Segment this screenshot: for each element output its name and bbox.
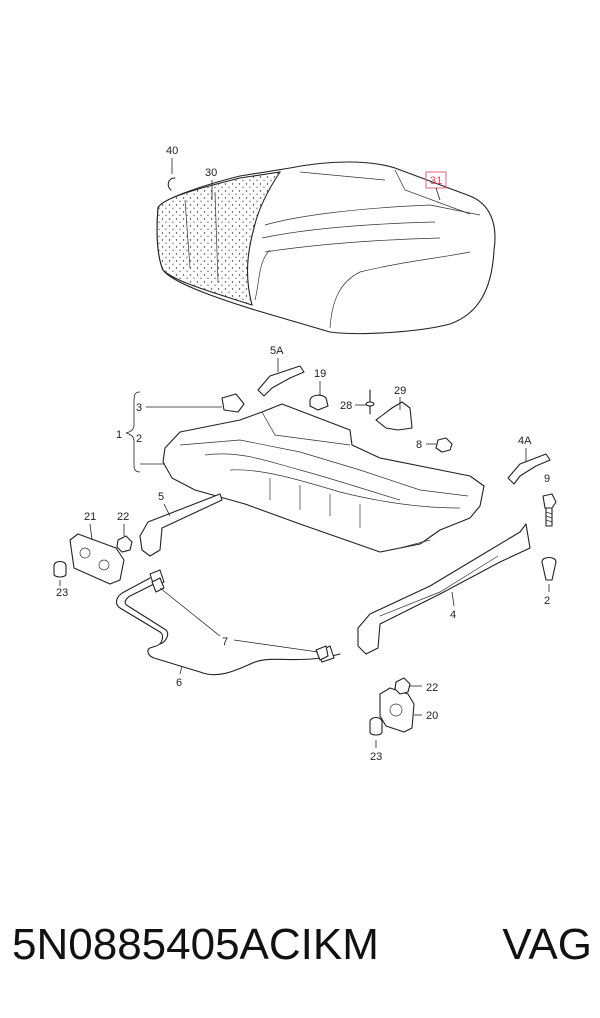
seat-foam-pad [156, 171, 282, 306]
callout-31: 31 [430, 175, 442, 187]
part-number-caption: 5N0885405ACIKM VAG [12, 910, 592, 980]
bump-stop-2 [541, 556, 557, 581]
side-rail-4 [357, 523, 531, 655]
callout-30: 30 [205, 167, 217, 179]
callout-5: 5 [158, 491, 164, 503]
callout-2a: 2 [136, 433, 142, 445]
callout-4: 4 [450, 609, 456, 621]
callout-5A: 5A [270, 345, 284, 357]
callout-23a: 23 [56, 587, 68, 599]
callout-20: 20 [426, 710, 438, 722]
trim-cover-21 [69, 533, 125, 585]
bracket-5A [257, 365, 305, 397]
callout-7: 7 [222, 636, 228, 648]
callout-19: 19 [314, 368, 326, 380]
clip-7-right [315, 645, 329, 661]
clip-40 [167, 177, 176, 191]
brand-text: VAG [502, 920, 592, 969]
seat-exploded-diagram: 40 30 31 1 3 2 5A 19 28 29 8 [53, 145, 557, 763]
nut-clip-3 [221, 393, 245, 413]
callout-40: 40 [166, 145, 178, 157]
callout-4A: 4A [518, 435, 532, 447]
callout-22a: 22 [117, 511, 129, 523]
cap-23-left [53, 560, 67, 578]
callout-22b: 22 [426, 682, 438, 694]
trim-cover-20 [379, 687, 415, 733]
cap-23-right [369, 716, 383, 736]
callout-1: 1 [116, 429, 122, 441]
callout-6: 6 [176, 677, 182, 689]
callout-23b: 23 [370, 751, 382, 763]
part-number-text: 5N0885405ACIKM [12, 920, 379, 969]
nut-22-left [116, 535, 133, 553]
pin-28 [365, 401, 375, 407]
nut-22-right [394, 677, 411, 695]
callout-21: 21 [84, 511, 96, 523]
wire-frame-6 [115, 577, 341, 676]
seat-pan-frame [162, 403, 485, 553]
side-bracket-5 [139, 493, 223, 557]
callout-29: 29 [394, 385, 406, 397]
bracket-29 [375, 401, 413, 431]
bolt-9 [542, 493, 557, 527]
callout-8: 8 [416, 439, 422, 451]
callout-28: 28 [340, 400, 352, 412]
callout-3: 3 [136, 402, 142, 414]
callout-2b: 2 [544, 595, 550, 607]
bracket-4A [507, 453, 551, 485]
callout-9: 9 [544, 473, 550, 485]
nut-8 [435, 437, 453, 453]
clip-19 [309, 394, 329, 411]
